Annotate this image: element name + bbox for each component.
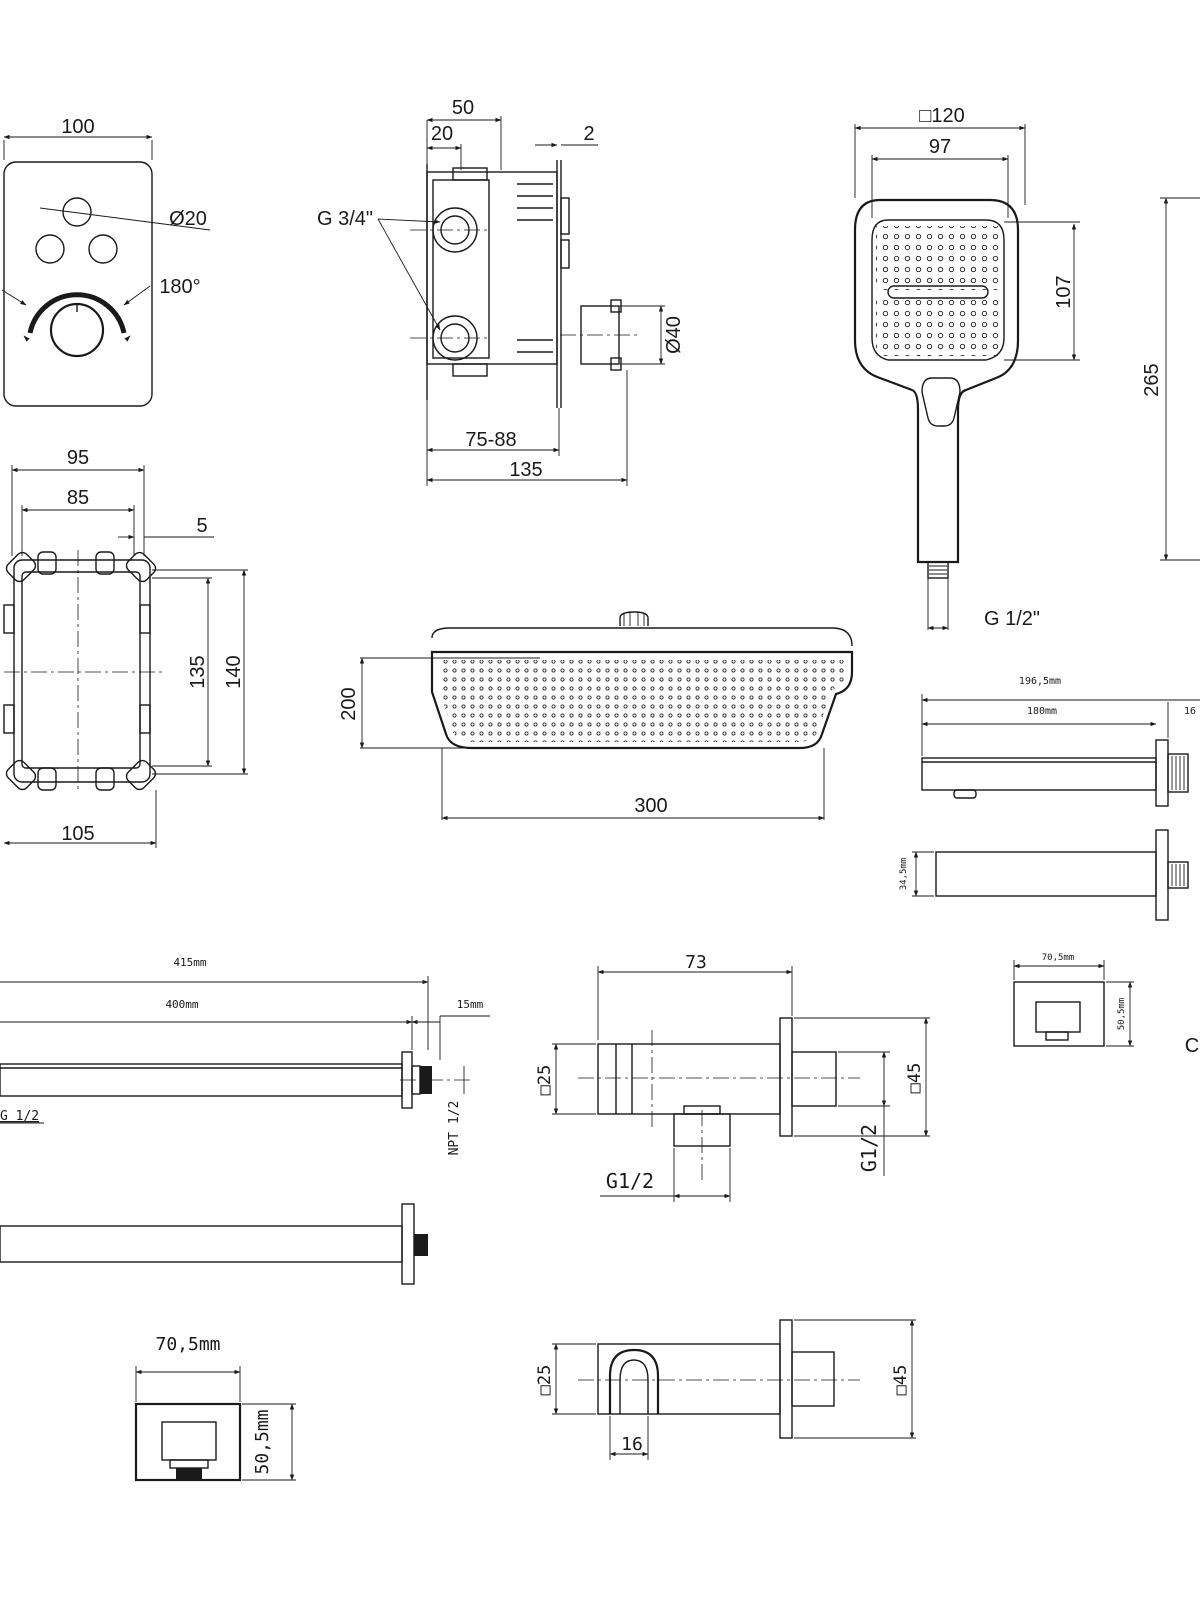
hook-outlet-flange: □45 bbox=[891, 1365, 911, 1396]
hand-shower-head-square: □120 bbox=[919, 105, 964, 127]
hook-outlet: □25 □45 16 bbox=[535, 1319, 916, 1460]
arm-flange: 70,5mm 50,5mm bbox=[134, 1334, 296, 1482]
wall-outlet-tube: □25 bbox=[535, 1065, 555, 1096]
mixing-box-inner-width: 85 bbox=[67, 487, 89, 509]
mixing-box-total-length: 135 bbox=[509, 459, 542, 481]
spout-extra: 16 bbox=[1184, 706, 1196, 717]
mixing-box-plate: 2 bbox=[583, 123, 594, 145]
mixing-box-depth: 50 bbox=[452, 97, 474, 119]
spout-flange-width: 70,5mm bbox=[1042, 953, 1075, 963]
rain-shower-height: 200 bbox=[338, 687, 360, 720]
mixing-box-front: 95 85 5 135 140 105 bbox=[3, 447, 248, 848]
mixing-box-side: 50 20 2 G 3/4" Ø40 75-88 135 bbox=[317, 97, 685, 486]
spout: 196,5mm 180mm 16 34,5mm bbox=[899, 676, 1200, 921]
mixing-box-front-depth: 20 bbox=[431, 123, 453, 145]
shower-arm-npt: NPT 1/2 bbox=[447, 1101, 462, 1156]
mixing-box-bottom-width: 105 bbox=[61, 823, 94, 845]
spray-holes-lower bbox=[876, 300, 1000, 356]
hand-shower-thread: G 1/2" bbox=[984, 608, 1040, 630]
thermostat-rotation: 180° bbox=[159, 276, 200, 298]
shower-arm-total: 415mm bbox=[173, 956, 206, 969]
thermostat-knob-diameter: Ø20 bbox=[169, 208, 207, 230]
shower-arm-flange: 15mm bbox=[457, 998, 484, 1011]
wall-outlet-thread-back: G1/2 bbox=[857, 1124, 881, 1172]
arm-flange-height: 50,5mm bbox=[252, 1409, 273, 1474]
wall-outlet-flange: □45 bbox=[905, 1063, 925, 1094]
mixing-box-offset: 5 bbox=[196, 515, 207, 537]
hand-shower-head-width: 97 bbox=[929, 136, 951, 158]
hand-shower-total-length: 265 bbox=[1141, 363, 1163, 396]
shower-arm-thread: G 1/2 bbox=[0, 1109, 39, 1124]
mixing-box-adjust-range: 75-88 bbox=[465, 429, 516, 451]
hand-shower-head-height: 107 bbox=[1053, 275, 1075, 308]
shower-arm: 415mm 400mm 15mm G 1/2 NPT 1/2 bbox=[0, 956, 490, 1285]
spout-total: 196,5mm bbox=[1019, 676, 1061, 687]
rain-spray-holes bbox=[440, 660, 846, 742]
rain-shower: 200 300 bbox=[338, 611, 854, 821]
rain-shower-width: 300 bbox=[634, 795, 667, 817]
thermostat-panel: 100 Ø20 180° bbox=[1, 116, 211, 407]
wall-outlet: 73 □25 □45 G1/2 G1/2 bbox=[535, 952, 930, 1202]
mixing-box-outer-height: 140 bbox=[223, 655, 245, 688]
spout-thickness: 34,5mm bbox=[899, 858, 909, 891]
spout-length: 180mm bbox=[1027, 706, 1057, 717]
wall-outlet-thread-bottom: G1/2 bbox=[606, 1169, 654, 1193]
shower-arm-length: 400mm bbox=[165, 998, 198, 1011]
spout-flange: 70,5mm 50,5mm C bbox=[1013, 953, 1199, 1057]
thermostat-panel-width: 100 bbox=[61, 116, 94, 138]
spout-flange-height: 50,5mm bbox=[1117, 998, 1127, 1031]
spout-flange-letter: C bbox=[1185, 1035, 1199, 1057]
hook-outlet-hook: 16 bbox=[621, 1434, 643, 1455]
hook-outlet-tube: □25 bbox=[535, 1365, 555, 1396]
arm-flange-width: 70,5mm bbox=[155, 1334, 220, 1355]
mixing-box-spindle: Ø40 bbox=[663, 316, 685, 354]
mixing-box-outer-width: 95 bbox=[67, 447, 89, 469]
mixing-box-inner-height: 135 bbox=[187, 655, 209, 688]
hand-shower: □120 97 107 265 G 1/2" bbox=[853, 105, 1200, 631]
mixing-box-thread: G 3/4" bbox=[317, 208, 373, 230]
spray-holes-upper bbox=[876, 226, 1000, 290]
wall-outlet-length: 73 bbox=[685, 952, 707, 973]
